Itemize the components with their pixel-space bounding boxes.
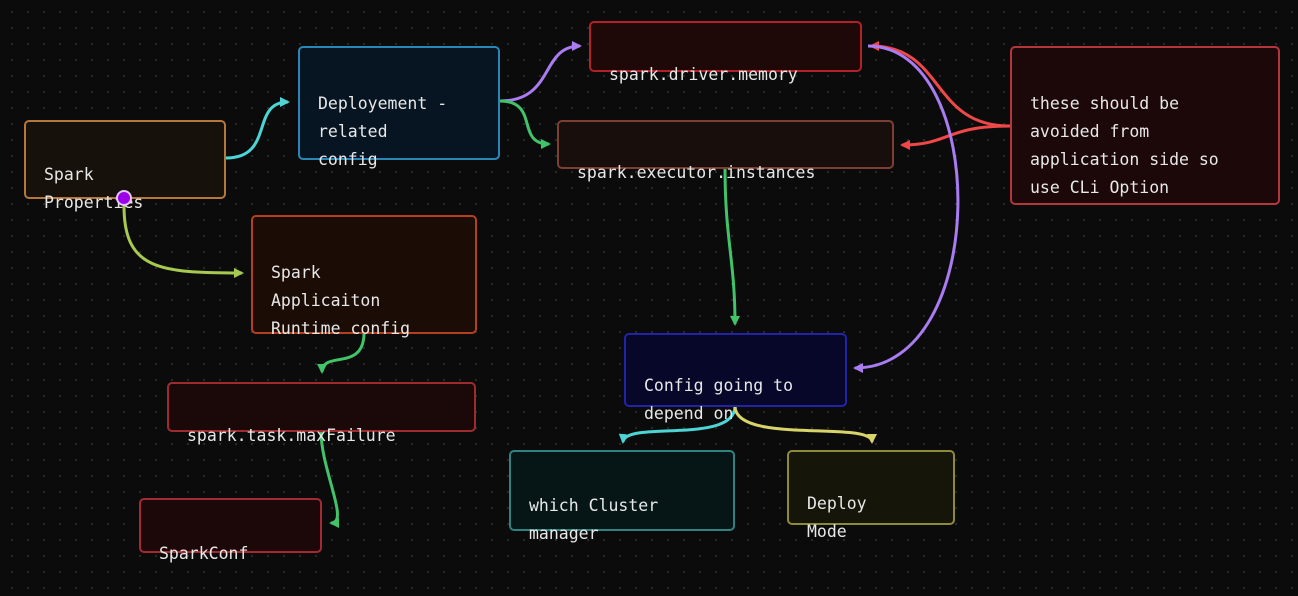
edge-depend-on-to-deploy-mode [733,405,877,444]
node-cluster-manager-label: which Cluster manager [529,496,659,543]
node-driver-memory-label: spark.driver.memory [609,65,798,84]
node-runtime-config[interactable]: Spark Applicaiton Runtime config [251,215,477,338]
node-avoid-note-label: these should be avoided from application… [1030,94,1219,197]
edge-driver-memory-to-depend-on [853,44,960,373]
edge-deployment-to-executor-instances [499,99,551,149]
node-driver-memory[interactable]: spark.driver.memory [589,21,862,84]
edge-note-to-driver-memory [869,41,1011,128]
node-spark-conf-label: SparkConf [159,544,249,563]
edge-runtime-to-task-max-failure [317,332,366,374]
node-deploy-mode[interactable]: Deploy Mode [787,450,955,541]
edge-deployment-to-driver-memory [499,41,582,103]
edges-layer [122,41,1011,528]
node-spark-properties[interactable]: Spark Properties [24,120,226,212]
node-spark-conf[interactable]: SparkConf [139,498,322,563]
connection-handle[interactable] [116,190,132,206]
node-task-max-failure[interactable]: spark.task.maxFailure [167,382,476,445]
edge-note-to-executor-instances [900,124,1011,150]
node-deployment-config[interactable]: Deployement - related config [298,46,500,169]
node-deploy-mode-label: Deploy Mode [807,494,867,541]
node-cluster-manager[interactable]: which Cluster manager [509,450,735,543]
node-avoid-note[interactable]: these should be avoided from application… [1010,46,1280,205]
node-runtime-config-label: Spark Applicaiton Runtime config [271,263,411,338]
edge-depend-on-to-cluster-manager [618,405,737,444]
node-executor-instances-label: spark.executor.instances [577,163,816,182]
node-depend-on-label: Config going to depend on [644,376,794,423]
diagram-canvas[interactable]: Spark Properties Deployement - related c… [0,0,1298,563]
node-task-max-failure-label: spark.task.maxFailure [187,426,396,445]
edge-task-max-failure-to-spark-conf [319,430,340,528]
node-depend-on[interactable]: Config going to depend on [624,333,847,423]
node-deployment-config-label: Deployement - related config [318,94,448,169]
edge-properties-to-deployment [225,97,290,160]
node-executor-instances[interactable]: spark.executor.instances [557,120,894,182]
edge-executor-to-depend-on [723,167,740,326]
edge-properties-to-runtime-config [122,205,244,278]
node-spark-properties-label: Spark Properties [44,165,144,212]
